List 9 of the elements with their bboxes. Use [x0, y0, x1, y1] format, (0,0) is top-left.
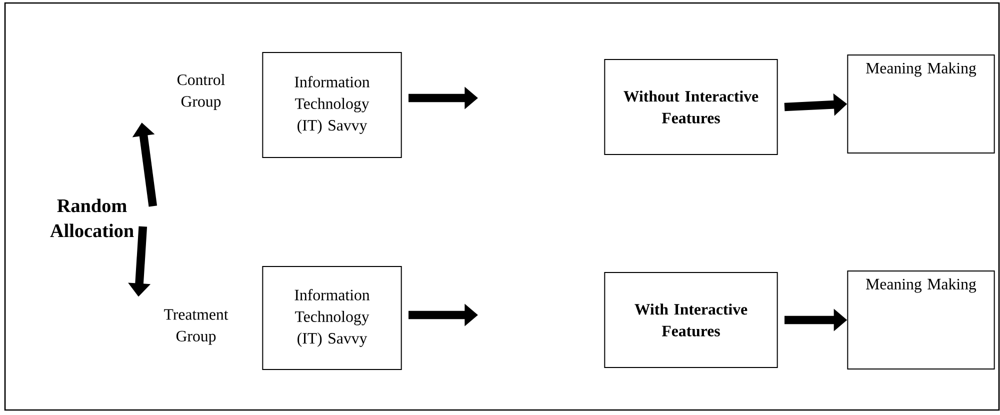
process-box: With Interactive Features — [604, 272, 778, 368]
process-box: Meaning Making — [847, 54, 995, 154]
process-box: Without Interactive Features — [604, 59, 778, 155]
label-text: Random Allocation — [50, 198, 134, 238]
process-box: Information Technology (IT) Savvy — [262, 52, 402, 158]
process-box: Meaning Making — [847, 270, 995, 370]
process-box: Information Technology (IT) Savvy — [262, 266, 402, 370]
group-label: Control Group — [177, 74, 225, 110]
group-label: Treatment Group — [164, 309, 228, 345]
